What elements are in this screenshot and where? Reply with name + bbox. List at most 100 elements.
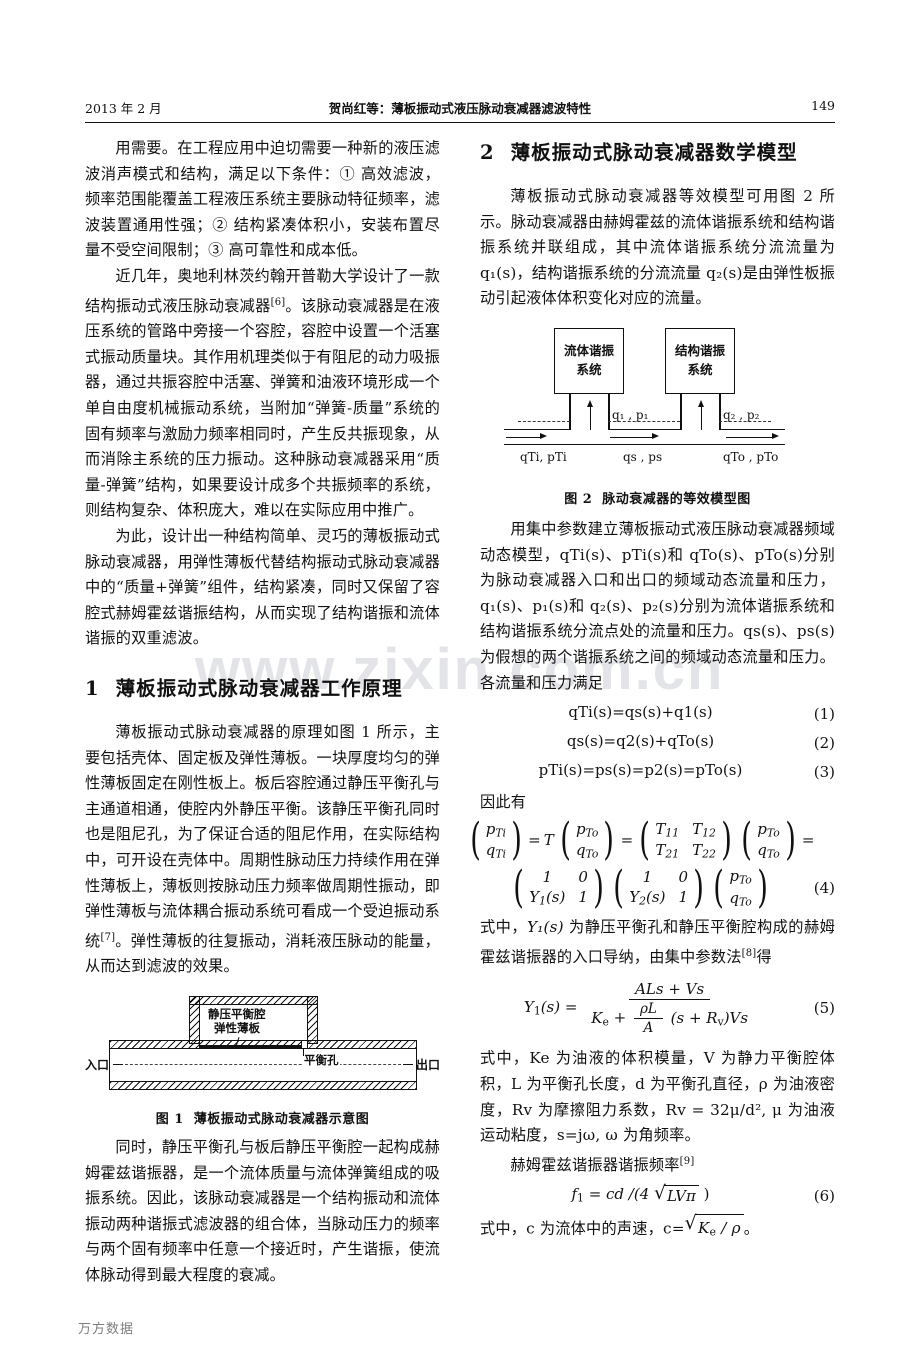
- hole-leader-line: [303, 1048, 305, 1056]
- eq4-y2-m22: 1: [678, 888, 688, 907]
- equation-4-number: (4): [813, 878, 835, 897]
- eq5-plus: +: [613, 1008, 631, 1027]
- eq4-equals-1: =: [528, 831, 541, 850]
- eq4-pTo-2: pTo: [757, 819, 780, 840]
- flow-line-out: [726, 436, 774, 439]
- paragraph-4-part-b: 。弹性薄板的往复振动，消耗液压脉动的能量，从而达到滤波的效果。: [85, 931, 440, 976]
- equation-6-body: f1 = cd /(4 √ LVπ ): [480, 1182, 835, 1205]
- eq4-qTi: qTi: [485, 841, 506, 861]
- label-inlet: 入口: [85, 1057, 110, 1072]
- label-q2-p2: q₂ , p₂: [723, 407, 760, 422]
- eq4-equals-3: =: [801, 831, 815, 850]
- flow-line-in: [506, 436, 542, 439]
- figure-2-caption-text: 脉动衰减器的等效模型图: [602, 491, 751, 507]
- section-1-number: 1: [85, 676, 100, 700]
- flow-line-mid: [610, 436, 654, 439]
- fluid-box-line-1: 流体谐振: [563, 342, 614, 358]
- citation-7: [7]: [100, 931, 116, 943]
- eq4-vector-To-2: ( pTo qTo ): [741, 813, 796, 865]
- eq4-y1-m12: 0: [578, 868, 588, 887]
- eq4-y1-m21: Y1(s): [529, 888, 566, 908]
- right-paragraph-3: 式中，Y₁(s) 为静压平衡孔和静压平衡腔构成的赫姆霍兹谐振器的入口导纳，由集中…: [480, 915, 835, 970]
- para6-rho: ρ: [731, 1218, 741, 1237]
- pipe-dash-2: [608, 420, 680, 422]
- eq5-equals: =: [564, 998, 583, 1017]
- eq5-denominator: Ke + ρL A (s + Rv)Vs: [585, 1000, 754, 1036]
- fluid-resonance-system-box: 流体谐振 系统: [554, 327, 624, 394]
- eq4-qTo-1: qTo: [575, 841, 599, 861]
- equation-2: qs(s)=q2(s)+qTo(s) (2): [480, 732, 835, 754]
- header-rule: [85, 122, 835, 123]
- label-outlet: 出口: [415, 1057, 440, 1072]
- equation-4-row-1-body: ( pTi qTi ) = T ( pTo qTo: [470, 813, 835, 865]
- paragraph-2: 近几年，奥地利林茨约翰开普勒大学设计了一款结构振动式液压脉动衰减器[6]。该脉动…: [85, 264, 440, 524]
- eq6-rhs-pre: cd /(4: [606, 1184, 650, 1203]
- flow-arrow-out: [772, 433, 779, 440]
- eq4-pTo-3: pTo: [729, 867, 752, 887]
- eq4-equals-2: =: [620, 831, 634, 850]
- branch-b-left-leg: [680, 393, 682, 430]
- label-qto-pto: qTo , pTo: [723, 449, 779, 464]
- para6-radicand: Ke / ρ: [694, 1213, 744, 1245]
- right-paragraph-2: 用集中参数建立薄板振动式液压脉动衰减器频域动态模型，qTi(s)、pTi(s)和…: [480, 519, 835, 692]
- figure-2-caption-number: 图 2: [564, 491, 593, 507]
- eq5-fraction: ALs + Vs Ke + ρL A (s + Rv)Vs: [585, 980, 754, 1036]
- right-paragraph-4: 式中，Ke 为油液的体积模量，V 为静力平衡腔体积，L 为平衡孔长度，d 为平衡…: [480, 1049, 835, 1145]
- paragraph-3: 为此，设计出一种结构简单、灵巧的薄板振动式脉动衰减器，用弹性薄板代替结构振动式脉…: [85, 526, 440, 648]
- header-date: 2013 年 2 月: [85, 101, 162, 116]
- para6-radical-sign: √: [684, 1211, 697, 1234]
- right-paragraph-5-text: 赫姆霍兹谐振器谐振频率: [510, 1155, 680, 1174]
- right-paragraph-5: 赫姆霍兹谐振器谐振频率[9]: [480, 1149, 835, 1179]
- pipe-left-end: [109, 1039, 111, 1090]
- header-article-title: 贺尚红等：薄板振动式液压脉动衰减器滤波特性: [328, 101, 592, 116]
- equation-5-number: (5): [813, 999, 835, 1018]
- section-1-title: 薄板振动式脉动衰减器工作原理: [115, 676, 403, 700]
- eq4-y2-m11: 1: [642, 868, 653, 887]
- eq5-numerator: ALs + Vs: [629, 980, 711, 1001]
- label-qs-ps: qs , ps: [623, 449, 663, 464]
- eq4-pTi: pTi: [485, 819, 506, 840]
- eq4-y2-m12: 0: [678, 868, 688, 887]
- inlet-tick: [113, 1063, 123, 1065]
- structural-resonance-system-box: 结构谐振 系统: [665, 327, 735, 394]
- eq5-inner-fraction: ρL A: [633, 1001, 663, 1036]
- balance-hole: [301, 1039, 308, 1049]
- flow-arrow-in: [540, 433, 547, 440]
- eq6-radical-sign: √: [654, 1182, 666, 1204]
- eq4-T-matrix-symbol: T: [543, 831, 554, 850]
- eq6-rhs-post: ): [703, 1184, 710, 1203]
- chamber-right-wall: [307, 995, 318, 1044]
- label-qti-pti: qTi, pTi: [520, 449, 567, 464]
- paragraph-5: 同时，静压平衡孔与板后静压平衡腔一起构成赫姆霍兹谐振器，是一个流体质量与流体弹簧…: [85, 1137, 440, 1284]
- equation-5: Y1(s) = ALs + Vs Ke + ρL A (s + Rv)Vs: [480, 980, 835, 1036]
- label-elastic-plate: 弹性薄板: [213, 1020, 261, 1035]
- eq5-Ke: Ke: [591, 1008, 609, 1029]
- right-paragraph-6-part-b: 。: [743, 1219, 760, 1237]
- figure-1-caption-number: 图 1: [155, 1111, 184, 1127]
- paragraph-4: 薄板振动式脉动衰减器的原理如图 1 所示，主要包括壳体、固定板及弹性薄板。一块厚…: [85, 720, 440, 980]
- equation-2-number: (2): [813, 734, 835, 753]
- eq4-T-components: ( T11 T12 T21 T22 ): [639, 813, 732, 865]
- section-1-heading: 1 薄板振动式脉动衰减器工作原理: [85, 676, 440, 702]
- elastic-plate: [199, 1045, 305, 1050]
- equation-5-body: Y1(s) = ALs + Vs Ke + ρL A (s + Rv)Vs: [480, 980, 835, 1036]
- eq4-qTo-3: qTo: [729, 888, 752, 909]
- eq6-lhs: f1: [571, 1184, 584, 1204]
- figure-1-drawing: 静压平衡腔 弹性薄板 平衡孔 入口 出口: [85, 992, 440, 1104]
- eq4-T22: T22: [692, 841, 716, 861]
- eq4-vector-To-1: ( pTo qTo ): [560, 813, 615, 865]
- label-q1-p1: q₁ , p₁: [612, 407, 649, 422]
- chamber-left-wall: [189, 995, 200, 1044]
- equation-4-row-1: ( pTi qTi ) = T ( pTo qTo: [470, 813, 835, 865]
- equation-1-body: qTi(s)=qs(s)+q1(s): [568, 703, 713, 722]
- paragraph-2-part-a: 近几年，奥地利林茨约翰开普勒大学设计了一款结构振动式液压脉动衰减器: [85, 266, 440, 315]
- figure-2: 流体谐振 系统 结构谐振 系统: [480, 326, 835, 507]
- branch-b-flow-arrow: [697, 399, 704, 407]
- equation-6: f1 = cd /(4 √ LVπ ) (6): [480, 1182, 835, 1207]
- section-2-number: 2: [480, 141, 495, 164]
- equation-3: pTi(s)=ps(s)=p2(s)=pTo(s) (3): [480, 761, 835, 783]
- para6-Ke: Ke: [697, 1218, 717, 1238]
